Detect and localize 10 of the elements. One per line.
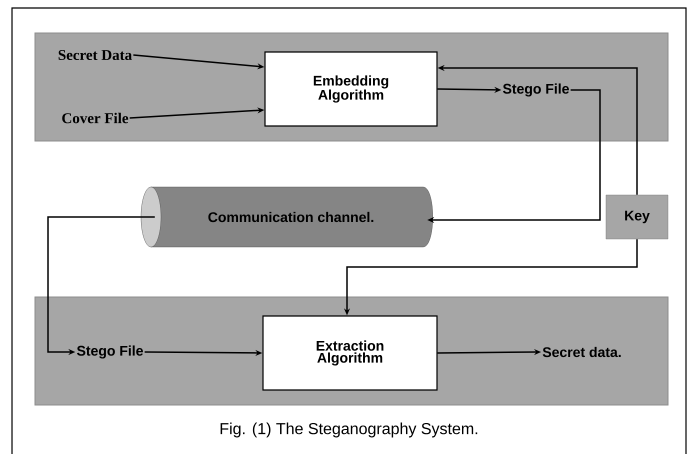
process-box: Embedding Algorithm <box>264 51 438 127</box>
file-label: Stego File <box>502 83 569 97</box>
file-label: Stego File <box>76 345 143 359</box>
caption: Fig. (1) The Steganography System. <box>220 422 478 438</box>
input-label: Secret Data <box>58 50 132 60</box>
file-label: Secret data. <box>542 346 621 358</box>
input-label: Cover File <box>62 112 128 124</box>
process-box: Extraction Algorithm <box>262 315 438 391</box>
key-box: Key <box>606 194 668 240</box>
channel-cylinder: Communication channel. <box>140 186 433 248</box>
